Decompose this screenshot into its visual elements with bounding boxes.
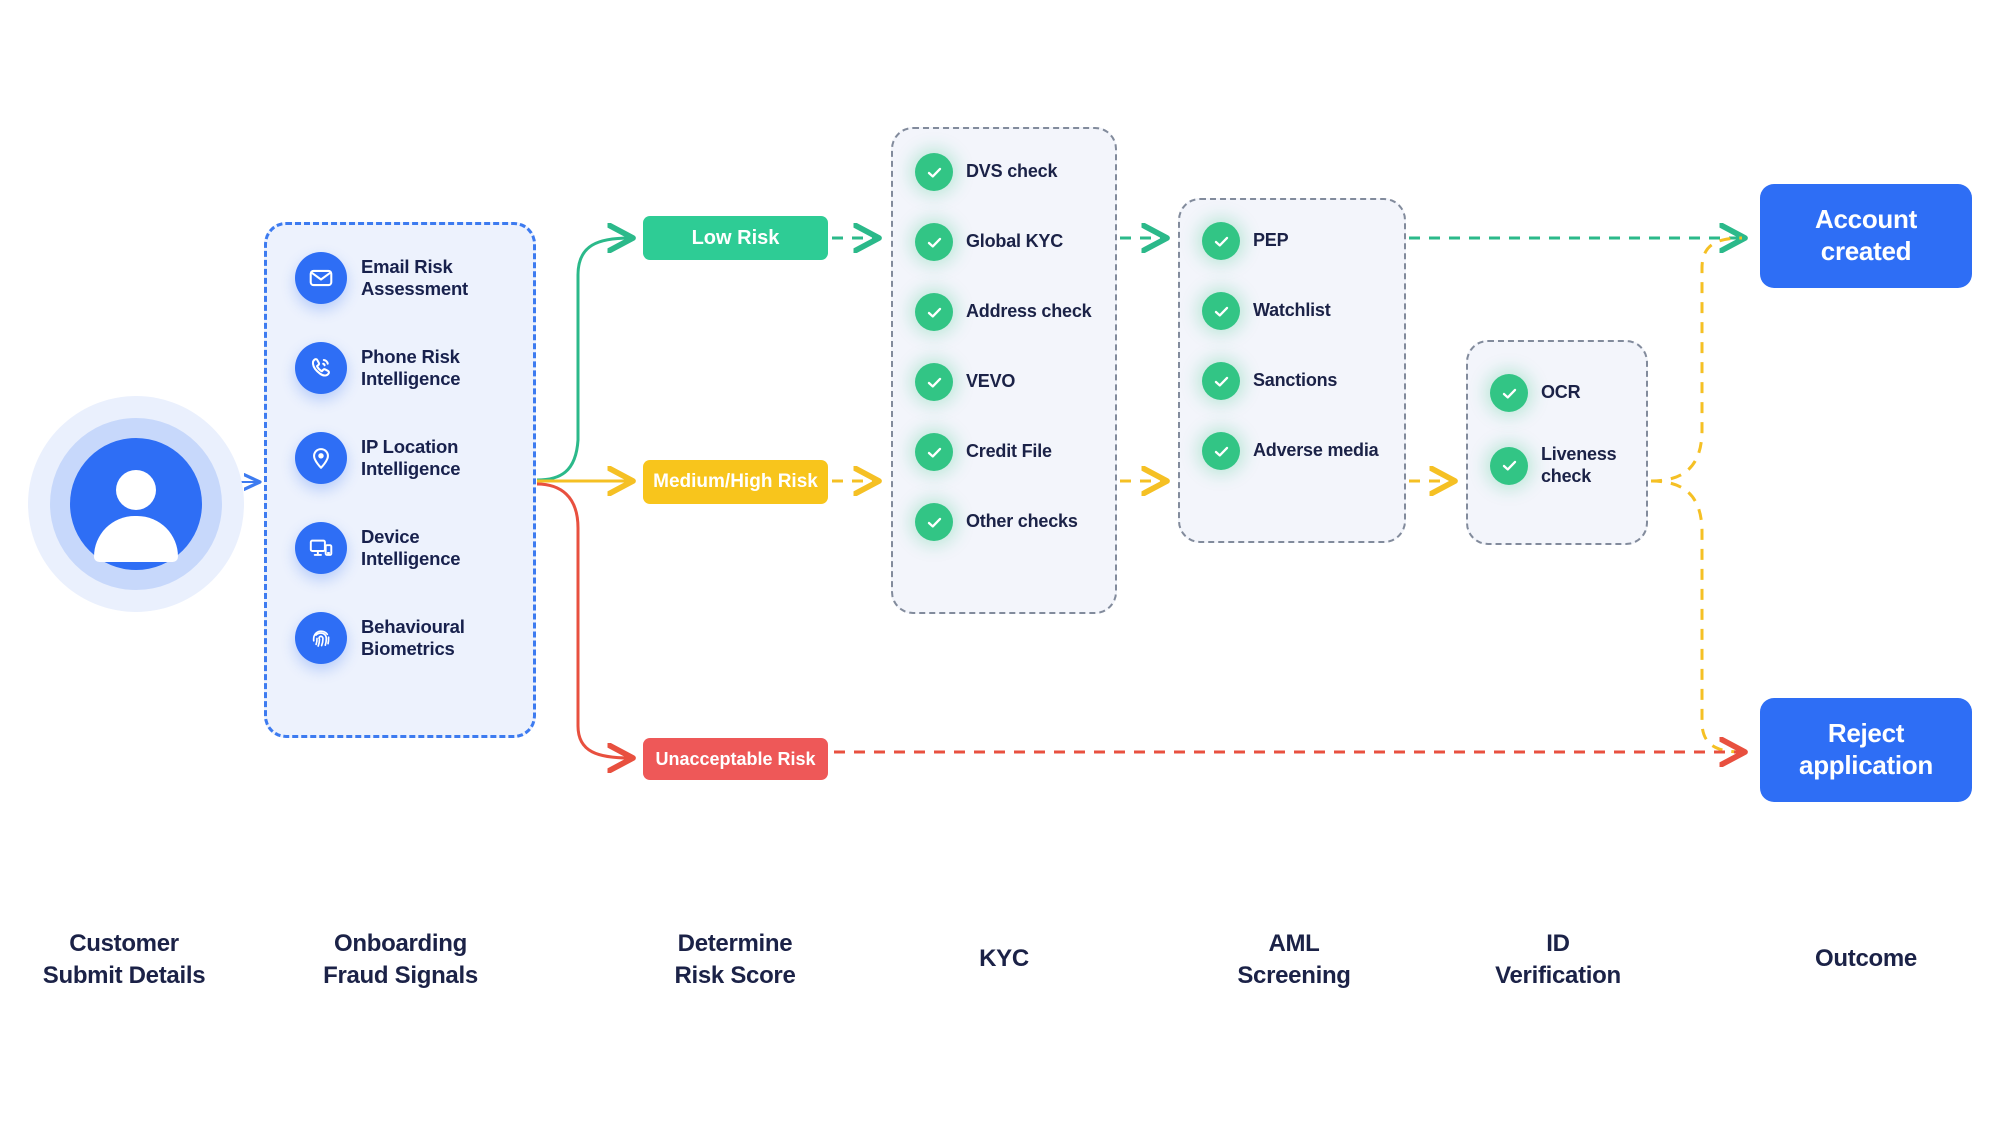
check-label: Other checks: [966, 511, 1078, 532]
check-circle-icon: [915, 503, 953, 541]
check-item-watchlist[interactable]: Watchlist: [1202, 292, 1331, 330]
kyc-checks-panel: DVS check Global KYC Address check VEVO …: [891, 127, 1117, 614]
map-pin-icon: [295, 432, 347, 484]
risk-pill-unacceptable[interactable]: Unacceptable Risk: [643, 738, 828, 780]
aml-screening-panel: PEP Watchlist Sanctions Adverse media: [1178, 198, 1406, 543]
check-circle-icon: [1490, 374, 1528, 412]
check-label: Sanctions: [1253, 370, 1338, 391]
check-circle-icon: [1202, 432, 1240, 470]
check-label: DVS check: [966, 161, 1058, 182]
fingerprint-icon: [295, 612, 347, 664]
envelope-icon: [295, 252, 347, 304]
check-circle-icon: [1202, 362, 1240, 400]
check-circle-icon: [1490, 446, 1528, 485]
check-item-global-kyc[interactable]: Global KYC: [915, 223, 1063, 261]
phone-ring-icon: [295, 342, 347, 394]
check-item-credit-file[interactable]: Credit File: [915, 433, 1052, 471]
check-circle-icon: [1202, 292, 1240, 330]
check-item-other-checks[interactable]: Other checks: [915, 503, 1078, 541]
check-item-dvs-check[interactable]: DVS check: [915, 153, 1057, 191]
check-label: OCR: [1541, 382, 1581, 403]
check-item-sanctions[interactable]: Sanctions: [1202, 362, 1337, 400]
check-circle-icon: [915, 433, 953, 471]
check-item-adverse-media[interactable]: Adverse media: [1202, 432, 1379, 470]
check-item-pep[interactable]: PEP: [1202, 222, 1289, 260]
check-label: Watchlist: [1253, 300, 1331, 321]
check-circle-icon: [915, 153, 953, 191]
risk-pill-low[interactable]: Low Risk: [643, 216, 828, 260]
stage-label-outcome: Outcome: [1815, 945, 1917, 972]
check-label: Address check: [966, 301, 1092, 322]
customer-avatar: [28, 396, 244, 612]
check-circle-icon: [915, 223, 953, 261]
stage-label-kyc: KYC: [979, 945, 1029, 972]
devices-icon: [295, 522, 347, 574]
check-circle-icon: [915, 363, 953, 401]
risk-pill-medium-high[interactable]: Medium/High Risk: [643, 460, 828, 504]
person-avatar-icon-head: [116, 470, 156, 510]
check-label: VEVO: [966, 371, 1016, 392]
check-circle-icon: [915, 293, 953, 331]
check-label: PEP: [1253, 230, 1289, 251]
check-item-vevo[interactable]: VEVO: [915, 363, 1015, 401]
check-label: Global KYC: [966, 231, 1064, 252]
check-item-address-check[interactable]: Address check: [915, 293, 1092, 331]
check-item-ocr[interactable]: OCR: [1490, 374, 1581, 412]
check-circle-icon: [1202, 222, 1240, 260]
check-label: Adverse media: [1253, 440, 1379, 461]
check-label: Credit File: [966, 441, 1052, 462]
